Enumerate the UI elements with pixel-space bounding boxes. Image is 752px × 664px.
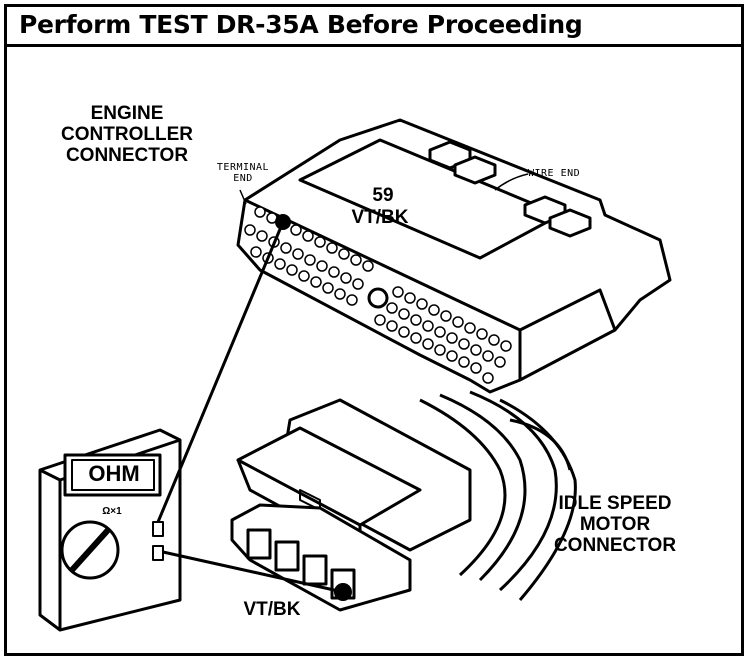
ohmmeter-icon [38,428,182,632]
motor-wire-color-label: VT/BK [243,599,301,620]
idle-speed-motor-connector-label: IDLE SPEED MOTOR CONNECTOR [545,493,685,557]
meter-display-text: OHM [88,461,140,486]
title-bar: Perform TEST DR-35A Before Proceeding [7,7,741,47]
label-line: END [233,173,253,184]
label-line: CONNECTOR [65,144,189,166]
connector-terminals [244,206,512,384]
meter-range-text: Ω×1 [102,506,122,517]
test-leads [156,221,344,594]
label-line: CONNECTOR [553,534,677,556]
page-title: Perform TEST DR-35A Before Proceeding [19,10,583,39]
label-line: CONTROLLER [61,123,193,145]
label-line: TERMINAL [216,162,270,173]
terminal-number-label: 59 [372,185,394,206]
engine-controller-connector-label: ENGINE CONTROLLER CONNECTOR [52,103,202,167]
wire-end-label: WIRE END [528,168,581,179]
idle-speed-motor-connector-icon [230,390,577,612]
engine-controller-connector-icon [236,118,672,394]
terminal-end-label: TERMINAL END [208,162,278,184]
terminal-wire-color-label: VT/BK [351,207,409,228]
label-line: IDLE SPEED [558,493,672,514]
label-line: MOTOR [579,513,651,535]
label-line: ENGINE [90,103,164,124]
